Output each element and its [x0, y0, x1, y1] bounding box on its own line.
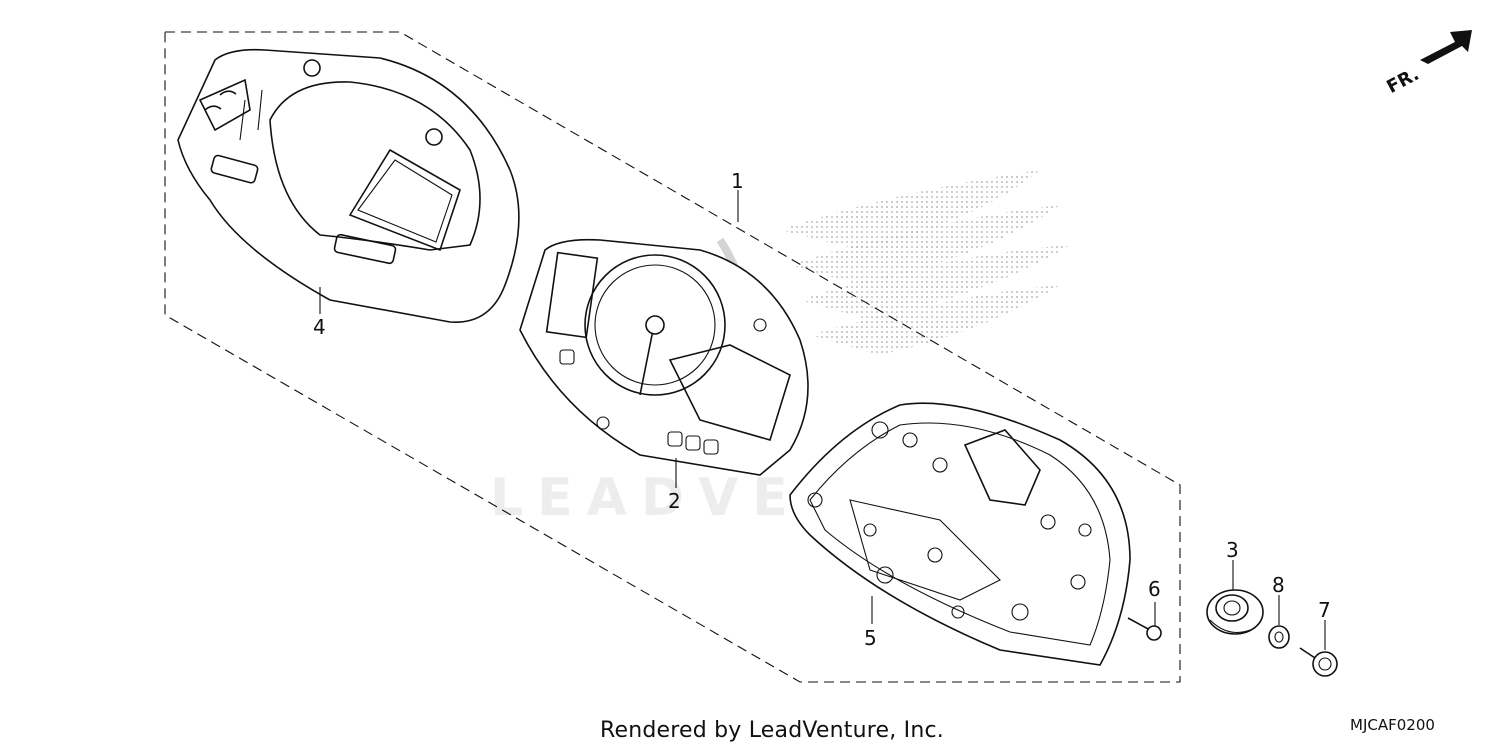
direction-label: FR.	[1383, 64, 1422, 98]
callout-7: 7	[1318, 598, 1331, 622]
render-credit: Rendered by LeadVenture, Inc.	[600, 718, 944, 743]
part-5-meter-case[interactable]	[789, 402, 1131, 666]
front-direction-arrow: FR.	[1383, 30, 1472, 98]
diagram-code: MJCAF0200	[1350, 716, 1435, 734]
part-4-meter-cover[interactable]	[177, 48, 520, 323]
wing-logo-background	[697, 170, 1070, 444]
part-8-washer[interactable]	[1268, 625, 1290, 649]
callout-2: 2	[668, 489, 681, 513]
callout-5: 5	[864, 626, 877, 650]
callout-6: 6	[1148, 577, 1161, 601]
part-6-tapping-screw[interactable]	[1127, 617, 1162, 641]
part-7-screw[interactable]	[1299, 647, 1338, 677]
part-3-bulb-socket[interactable]	[1206, 589, 1264, 635]
callout-8: 8	[1272, 573, 1285, 597]
callout-3: 3	[1226, 538, 1239, 562]
part-2-meter-assembly[interactable]	[519, 238, 809, 476]
callout-1: 1	[731, 169, 744, 193]
assembly-boundary	[164, 31, 1181, 683]
callout-4: 4	[313, 315, 326, 339]
leader-lines	[319, 190, 1326, 650]
